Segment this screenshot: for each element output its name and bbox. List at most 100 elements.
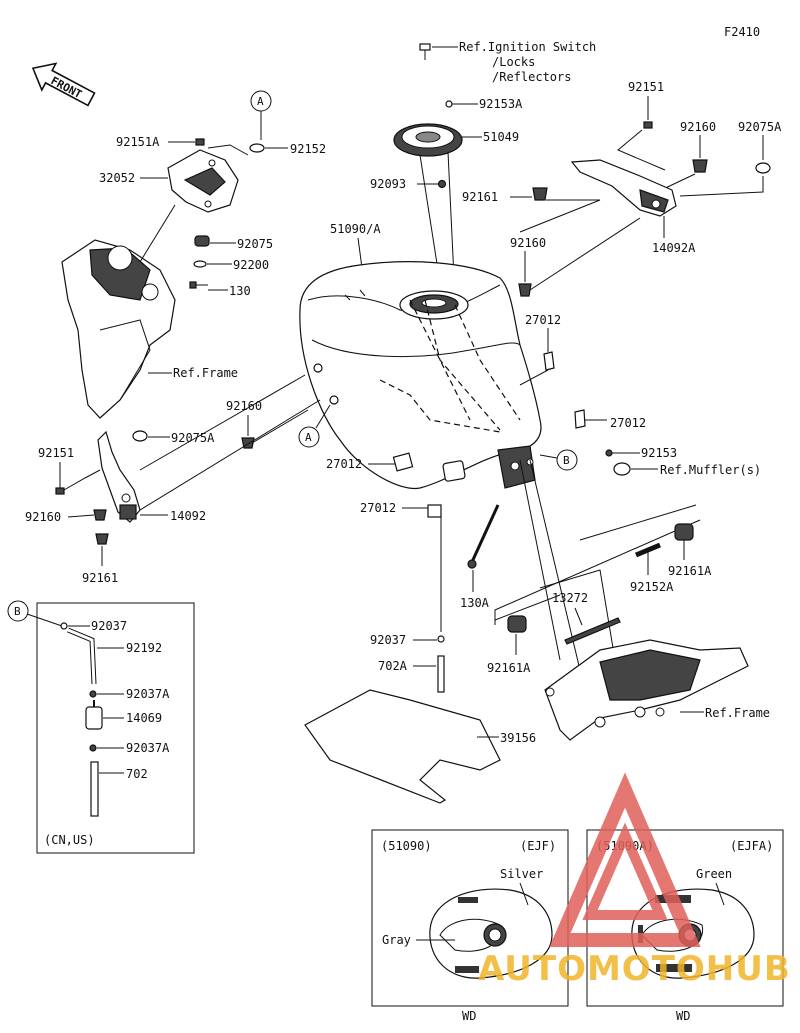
inset-b-box <box>36 602 195 854</box>
ref-reflectors: /Reflectors <box>492 70 571 84</box>
variant-left-color-main: Silver <box>500 867 543 881</box>
label-92151A: 92151A <box>116 135 160 149</box>
inset-item-4: 92037A <box>126 741 170 755</box>
bolt-top <box>419 43 431 60</box>
marker-b-text: B <box>563 454 570 467</box>
label-92152: 92152 <box>290 142 326 156</box>
label-92161A-a: 92161A <box>668 564 712 578</box>
variant-left-code: (51090) <box>381 839 432 853</box>
bolt-92151A <box>195 138 205 146</box>
tank-variant-left <box>429 888 553 979</box>
label-130: 130 <box>229 284 251 298</box>
label-92161A-b: 92161A <box>487 661 531 675</box>
marker-a-lower-text: A <box>305 431 312 444</box>
label-92160-top: 92160 <box>680 120 716 134</box>
clamp-92037-inset <box>60 622 68 630</box>
variant-left-market: (EJF) <box>520 839 556 853</box>
label-92152A: 92152A <box>630 580 674 594</box>
label-51090A: 51090/A <box>330 222 381 236</box>
ref-muffler: Ref.Muffler(s) <box>660 463 761 477</box>
label-92161-top: 92161 <box>462 190 498 204</box>
grommet-92160-mid <box>518 283 532 297</box>
collar-92152A <box>635 542 661 558</box>
variant-right-footer: WD <box>676 1009 690 1023</box>
marker-a-lower <box>298 426 320 448</box>
pad-39156 <box>304 689 501 804</box>
rear-frame <box>544 639 749 741</box>
label-92075A-top: 92075A <box>738 120 782 134</box>
inset-item-5: 702 <box>126 767 148 781</box>
variant-left-color-sub: Gray <box>382 933 411 947</box>
filter-14069-inset <box>85 700 103 730</box>
inset-item-1: 92192 <box>126 641 162 655</box>
label-92160-left2: 92160 <box>25 510 61 524</box>
clip-muffler <box>613 462 631 476</box>
label-92200: 92200 <box>233 258 269 272</box>
label-92075: 92075 <box>237 237 273 251</box>
clamp-92037A-inset-b <box>89 744 97 752</box>
hose-92192-inset <box>67 627 97 685</box>
variant-left-footer: WD <box>462 1009 476 1023</box>
inset-b-marker-text: B <box>14 605 21 618</box>
label-27012-b: 27012 <box>610 416 646 430</box>
damper-92075 <box>194 235 210 247</box>
label-27012-c: 27012 <box>326 457 362 471</box>
bolt-130A <box>467 504 500 569</box>
hose-702-inset <box>90 761 99 817</box>
washer-92200 <box>193 260 207 268</box>
ref-frame-right: Ref.Frame <box>705 706 770 720</box>
label-51049: 51049 <box>483 130 519 144</box>
bracket-32052 <box>167 149 239 213</box>
filler-cap-51049 <box>393 123 463 157</box>
damper-92075A-left <box>132 430 148 442</box>
label-92037: 92037 <box>370 633 406 647</box>
label-39156: 39156 <box>500 731 536 745</box>
grommet-92161-left <box>95 533 109 545</box>
inset-item-0: 92037 <box>91 619 127 633</box>
clamp-92037A-inset-a <box>89 690 97 698</box>
marker-b <box>556 449 578 471</box>
label-92151-left: 92151 <box>38 446 74 460</box>
bracket-14092A <box>570 159 677 217</box>
label-27012-a: 27012 <box>525 313 561 327</box>
grommet-92161-top <box>532 187 548 201</box>
inset-item-2: 92037A <box>126 687 170 701</box>
figure-code: F2410 <box>724 25 760 39</box>
label-702A: 702A <box>378 659 408 673</box>
washer-92152 <box>249 143 265 153</box>
watermark-text: AUTOMOTOHUB <box>478 949 791 989</box>
damper-92161A-b <box>507 615 527 633</box>
label-92151-top: 92151 <box>628 80 664 94</box>
damper-92161A-a <box>674 523 694 541</box>
label-92093: 92093 <box>370 177 406 191</box>
bracket-14092 <box>97 430 141 523</box>
ref-frame-left: Ref.Frame <box>173 366 238 380</box>
label-13272: 13272 <box>552 591 588 605</box>
grommet-92160-left2 <box>93 509 107 521</box>
label-14092A: 14092A <box>652 241 696 255</box>
fuel-tank-51090A <box>299 261 542 518</box>
ref-locks: /Locks <box>492 55 535 69</box>
marker-a-top-text: A <box>257 95 264 108</box>
frame-head-left <box>61 239 176 419</box>
plate-13272 <box>564 617 621 645</box>
label-14092: 14092 <box>170 509 206 523</box>
screw-92153 <box>605 449 613 457</box>
bolt-92151-left <box>55 487 65 495</box>
label-92160-left: 92160 <box>226 399 262 413</box>
inset-note: (CN,US) <box>44 833 95 847</box>
label-130A: 130A <box>460 596 490 610</box>
variant-right-color-main: Green <box>696 867 732 881</box>
front-arrow-icon: FRONT <box>31 62 96 107</box>
label-92153: 92153 <box>641 446 677 460</box>
label-92160-mid: 92160 <box>510 236 546 250</box>
bolt-92151-top <box>643 121 653 129</box>
inset-item-3: 14069 <box>126 711 162 725</box>
cap-92093 <box>437 179 447 189</box>
watermark-logo: AUTOMOTOHUB <box>478 772 791 989</box>
hose-702A <box>437 655 445 693</box>
label-92161-left: 92161 <box>82 571 118 585</box>
screw-92153A <box>445 100 466 108</box>
